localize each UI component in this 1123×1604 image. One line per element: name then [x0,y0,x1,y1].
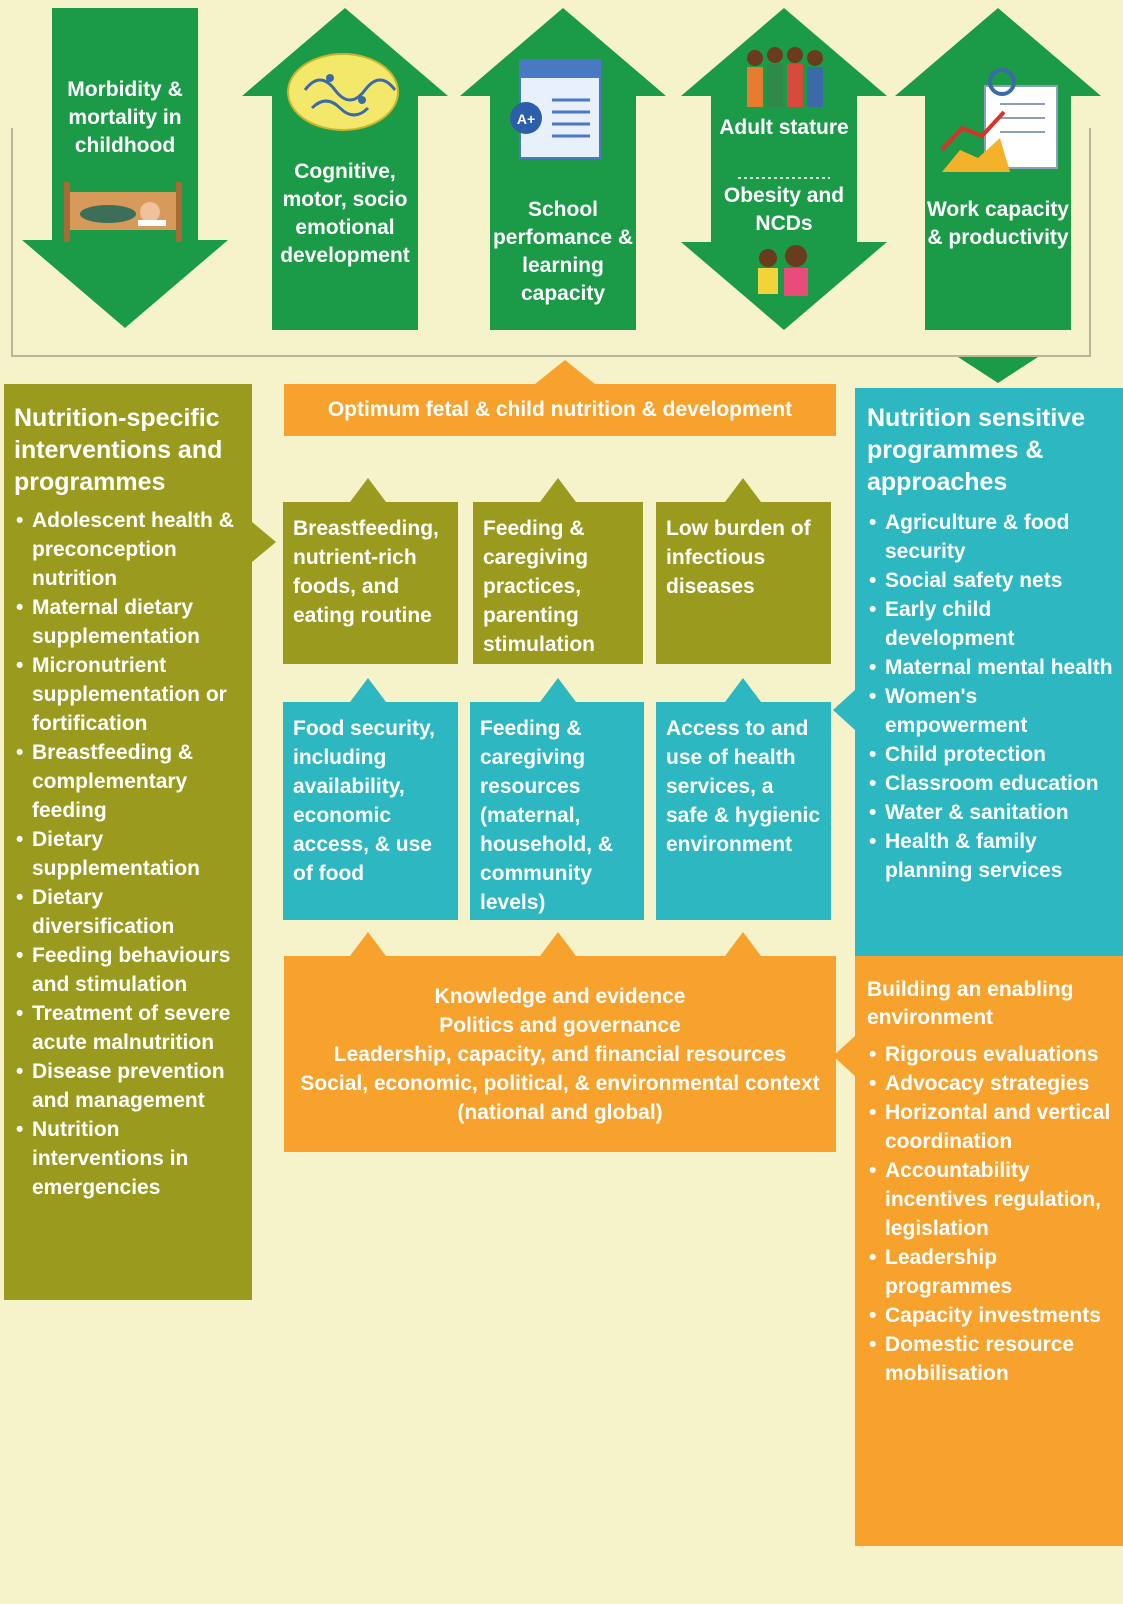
list-item: Water & sanitation [867,798,1117,827]
list-item: Maternal dietary supplementation [14,593,246,651]
enabling-environment-panel: Building an enabling environment Rigorou… [855,956,1123,1546]
nutrition-sensitive-list: Agriculture & food security Social safet… [867,508,1117,885]
list-item: Rigorous evaluations [867,1040,1119,1069]
list-item: Feeding behaviours and stimulation [14,941,246,999]
list-item: Accountability incentives regulation, le… [867,1156,1119,1243]
olive-box-infectious-diseases: Low burden of infectious diseases [656,502,831,664]
outcome-label-work: Work capacity & productivity [926,198,1069,249]
teal-box-food-security: Food security, including availability, e… [283,702,458,920]
list-item: Micronutrient supplementation or fortifi… [14,651,246,738]
pointer-up [350,678,386,702]
teal-box-health-services: Access to and use of health services, a … [656,702,831,920]
down-arrow [22,8,228,328]
enabling-context-box: Knowledge and evidence Politics and gove… [284,956,836,1152]
report-card-icon: A+ [510,59,601,159]
list-item: Disease prevention and management [14,1057,246,1115]
list-item: Maternal mental health [867,653,1117,682]
nutrition-sensitive-panel: Nutrition sensitive programmes & approac… [855,388,1123,956]
context-line: Leadership, capacity, and financial reso… [333,1043,787,1066]
list-item: Classroom education [867,769,1117,798]
svg-text:A+: A+ [517,111,535,127]
enabling-environment-title: Building an enabling environment [867,978,1074,1029]
outcome-arrows: A+ [11,8,1101,384]
list-item: Child protection [867,740,1117,769]
teal-box-caregiving-resources: Feeding & caregiving resources (maternal… [470,702,644,920]
right-teal-pointer [833,690,855,730]
outcome-label-school: School perfomance & learning capacity [492,198,634,305]
optimum-nutrition-bar: Optimum fetal & child nutrition & develo… [284,384,836,436]
list-item: Advocacy strategies [867,1069,1119,1098]
connector-bracket [11,128,1091,357]
context-line: Politics and governance [439,1014,681,1037]
outcome-label-adult-stature: Adult stature [719,116,849,139]
nutrition-specific-list: Adolescent health & preconception nutrit… [14,506,246,1202]
children-icon [758,245,808,296]
right-orange-pointer [833,1036,855,1076]
list-item: Treatment of severe acute malnutrition [14,999,246,1057]
outcome-label-cognitive: Cognitive, motor, socio emotional develo… [280,160,410,267]
pointer-up [540,678,576,702]
pointer-up [725,932,761,956]
outcome-label-obesity: Obesity and NCDs [723,184,845,235]
pointer-up [350,478,386,502]
pointer-up [725,478,761,502]
up-arrow [460,8,666,330]
context-line: Social, economic, political, & environme… [300,1072,820,1124]
people-group-icon [747,47,823,107]
list-item: Social safety nets [867,566,1117,595]
list-item: Women's empowerment [867,682,1117,740]
pointer-up [540,478,576,502]
list-item: Agriculture & food security [867,508,1117,566]
list-item: Dietary supplementation [14,825,246,883]
list-item: Health & family planning services [867,827,1117,885]
pointer-up [535,360,595,384]
list-item: Leadership programmes [867,1243,1119,1301]
list-item: Dietary diversification [14,883,246,941]
pointer-up [350,932,386,956]
list-item: Domestic resource mobilisation [867,1330,1119,1388]
list-item: Horizontal and vertical coordination [867,1098,1119,1156]
list-item: Capacity investments [867,1301,1119,1330]
sick-child-bed-icon [64,182,182,242]
nutrition-sensitive-title: Nutrition sensitive programmes & approac… [867,404,1086,496]
pointer-up [725,678,761,702]
olive-box-breastfeeding: Breastfeeding, nutrient-rich foods, and … [283,502,458,664]
list-item: Adolescent health & preconception nutrit… [14,506,246,593]
outcome-label-morbidity: Morbidity & mortality in childhood [67,78,183,157]
pointer-down [958,357,1038,383]
list-item: Early child development [867,595,1117,653]
double-arrow [681,8,887,330]
enabling-environment-list: Rigorous evaluations Advocacy strategies… [867,1040,1119,1388]
olive-box-feeding-practices: Feeding & caregiving practices, parentin… [473,502,643,664]
left-panel-pointer [252,522,276,562]
nutrition-specific-title: Nutrition-specific interventions and pro… [14,404,223,496]
list-item: Nutrition interventions in emergencies [14,1115,246,1202]
growth-chart-icon [940,68,1058,172]
context-line: Knowledge and evidence [434,985,686,1008]
list-item: Breastfeeding & complementary feeding [14,738,246,825]
nutrition-specific-panel: Nutrition-specific interventions and pro… [4,384,252,1300]
brain-icon [287,53,399,131]
pointer-up [540,932,576,956]
